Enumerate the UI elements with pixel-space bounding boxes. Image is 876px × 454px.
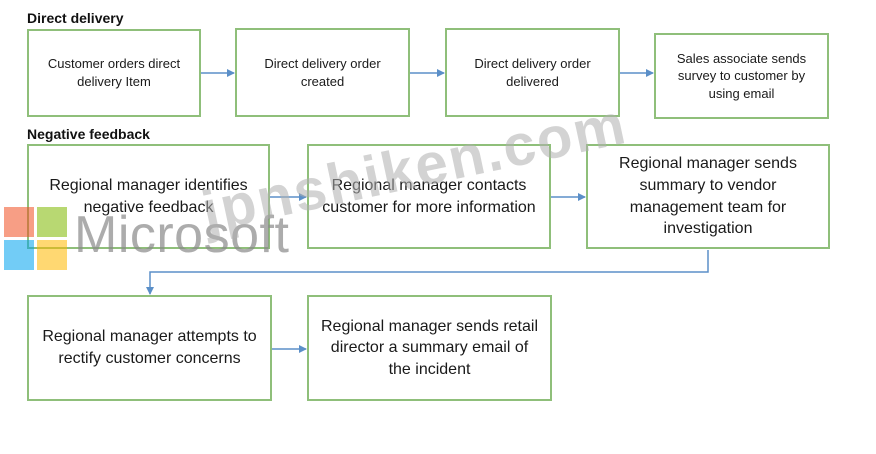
step-regional-manager-contacts-customer: Regional manager contacts customer for m…	[307, 144, 551, 249]
step-direct-delivery-order-created: Direct delivery order created	[235, 28, 410, 117]
step-regional-manager-identifies-negative-feedback: Regional manager identifies negative fee…	[27, 144, 270, 249]
step-regional-manager-sends-retail-director-summary: Regional manager sends retail director a…	[307, 295, 552, 401]
section-label-direct-delivery: Direct delivery	[27, 10, 124, 26]
step-regional-manager-attempts-to-rectify: Regional manager attempts to rectify cus…	[27, 295, 272, 401]
step-sales-associate-sends-survey: Sales associate sends survey to customer…	[654, 33, 829, 119]
arrow-nf-3-4	[146, 250, 709, 295]
section-label-negative-feedback: Negative feedback	[27, 126, 150, 142]
step-regional-manager-sends-summary-to-vendor: Regional manager sends summary to vendor…	[586, 144, 830, 249]
step-customer-orders-direct-delivery-item: Customer orders direct delivery Item	[27, 29, 201, 117]
step-direct-delivery-order-delivered: Direct delivery order delivered	[445, 28, 620, 117]
